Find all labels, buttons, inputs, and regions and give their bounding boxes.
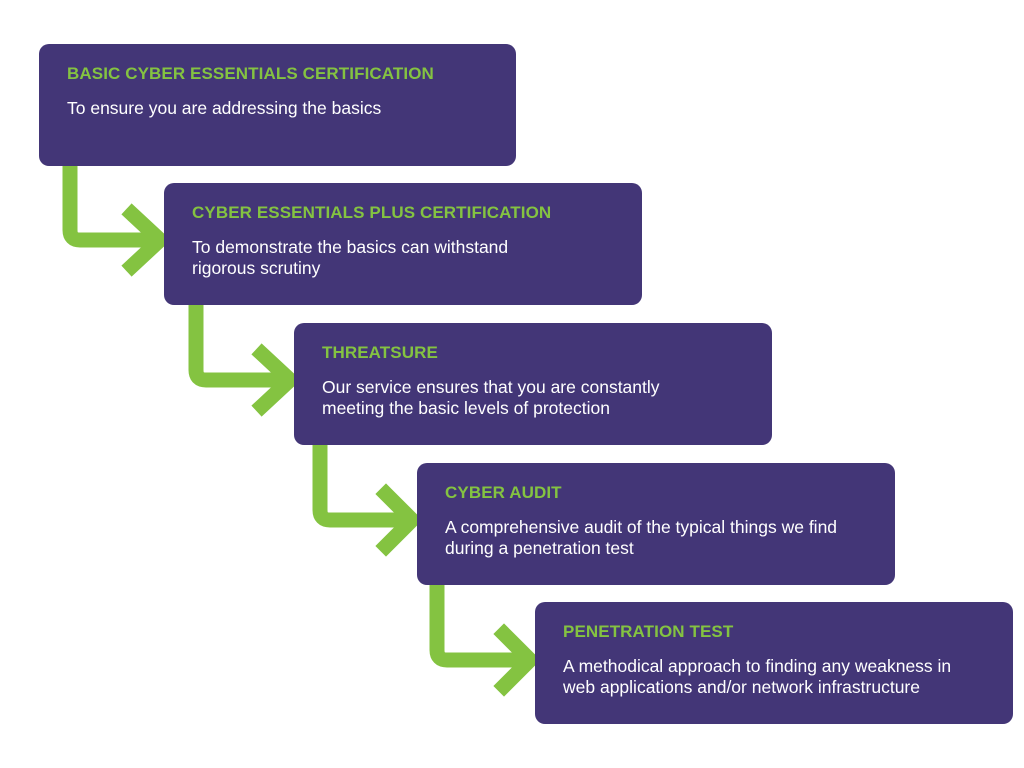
step-description: To demonstrate the basics can withstand … [192,237,509,278]
step-box-basic-cyber-essentials: BASIC CYBER ESSENTIALS CERTIFICATION To … [39,44,516,166]
step-box-threatsure: THREATSURE Our service ensures that you … [294,323,772,445]
step-description: A methodical approach to finding any wea… [563,656,952,697]
step-title: CYBER ESSENTIALS PLUS CERTIFICATION [192,203,552,222]
step-title: PENETRATION TEST [563,622,734,641]
step-box-penetration-test: PENETRATION TEST A methodical approach t… [535,602,1013,724]
step-title: CYBER AUDIT [445,483,562,502]
step-box-cyber-essentials-plus: CYBER ESSENTIALS PLUS CERTIFICATION To d… [164,183,642,305]
step-description: To ensure you are addressing the basics [67,98,382,118]
step-description: A comprehensive audit of the typical thi… [445,517,838,558]
step-description: Our service ensures that you are constan… [322,377,660,418]
step-title: BASIC CYBER ESSENTIALS CERTIFICATION [67,64,434,83]
step-title: THREATSURE [322,343,438,362]
step-box-cyber-audit: CYBER AUDIT A comprehensive audit of the… [417,463,895,585]
